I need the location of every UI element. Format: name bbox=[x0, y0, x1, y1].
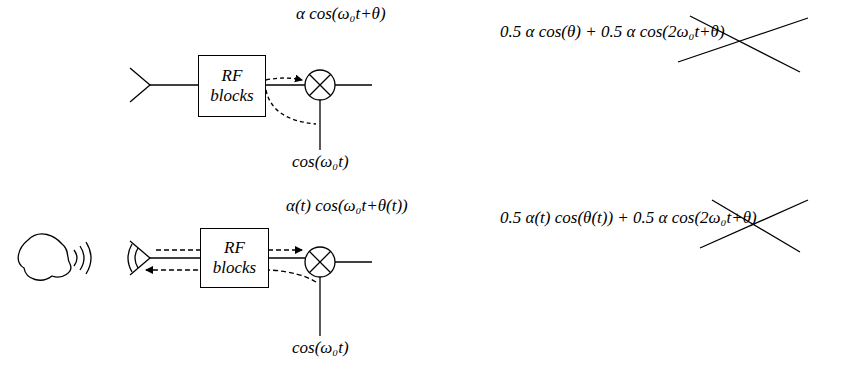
block-box: RF blocks bbox=[198, 55, 266, 117]
lo-label: cos(ω₀t) bbox=[292, 152, 349, 172]
mixer bbox=[305, 247, 335, 277]
reflector-object bbox=[18, 234, 71, 280]
output-label: 0.5 α(t) cos(θ(t)) + 0.5 α cos(2ω₀t+θ) bbox=[500, 208, 757, 228]
leak-path bbox=[266, 78, 302, 80]
wire bbox=[335, 84, 372, 85]
output-label: 0.5 α cos(θ) + 0.5 α cos(2ω₀t+θ) bbox=[500, 22, 725, 42]
leak-path bbox=[266, 90, 316, 124]
block-box: RF blocks bbox=[200, 228, 269, 288]
mixer bbox=[305, 70, 335, 100]
block-text: RF blocks bbox=[201, 238, 268, 277]
mixer-cross bbox=[309, 74, 331, 96]
mixer-cross bbox=[309, 251, 331, 273]
antenna bbox=[130, 68, 150, 102]
signal-label: α(t) cos(ω₀t+θ(t)) bbox=[286, 196, 408, 216]
waves bbox=[128, 244, 138, 272]
lo-wire bbox=[319, 100, 320, 150]
waves bbox=[74, 242, 91, 274]
wire bbox=[260, 84, 305, 85]
lo-label: cos(ω₀t) bbox=[292, 338, 349, 358]
wire bbox=[263, 257, 305, 258]
block-text: RF blocks bbox=[199, 66, 265, 105]
wire bbox=[335, 261, 372, 262]
lo-wire bbox=[319, 277, 320, 336]
wire bbox=[150, 84, 198, 85]
signal-label: α cos(ω₀t+θ) bbox=[296, 4, 386, 24]
wire bbox=[150, 257, 200, 258]
